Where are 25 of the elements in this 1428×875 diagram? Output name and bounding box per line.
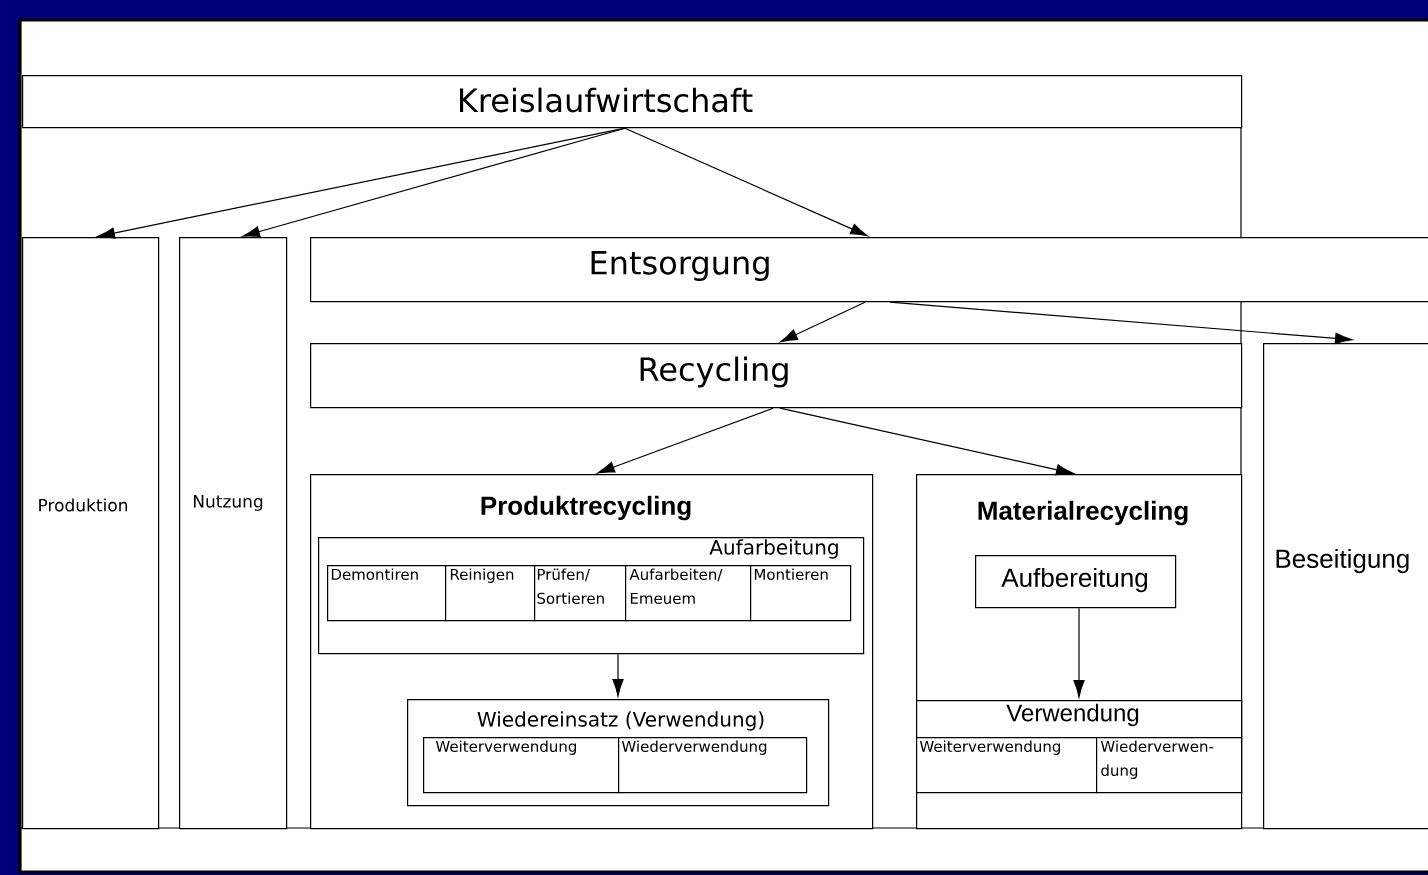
band-box: Entsorgung	[310, 237, 1428, 303]
arrow	[1073, 607, 1085, 698]
table-cell: Aufarbeiten/ Emeuem	[625, 565, 752, 622]
column-box: Nutzung	[179, 237, 288, 830]
column-box: Beseitigung	[1263, 343, 1428, 830]
table-cell: Weiterverwendung	[916, 737, 1098, 794]
table-cell: Wiederverwendung	[618, 737, 808, 794]
arrow	[242, 127, 626, 238]
arrow	[624, 127, 868, 237]
arrow	[780, 301, 866, 343]
arrow	[612, 653, 624, 697]
table-cell: Reinigen	[445, 565, 536, 622]
arrow	[779, 407, 1074, 476]
process-box: Aufbereitung	[975, 555, 1177, 609]
column-box: Produktion	[22, 237, 160, 830]
table-cell: Montieren	[750, 565, 852, 622]
arrow	[889, 301, 1353, 345]
band-box: Recycling	[310, 343, 1243, 409]
band-box: Kreislaufwirtschaft	[22, 75, 1243, 129]
arrow	[597, 407, 774, 474]
band-box: Verwendung	[916, 700, 1243, 739]
table-cell: Weiterverwendung	[423, 737, 620, 794]
table-cell: Wiederverwen- dung	[1096, 737, 1243, 794]
table-cell: Demontiren	[327, 565, 447, 622]
table-cell: Prüfen/ Sortieren	[534, 565, 627, 622]
